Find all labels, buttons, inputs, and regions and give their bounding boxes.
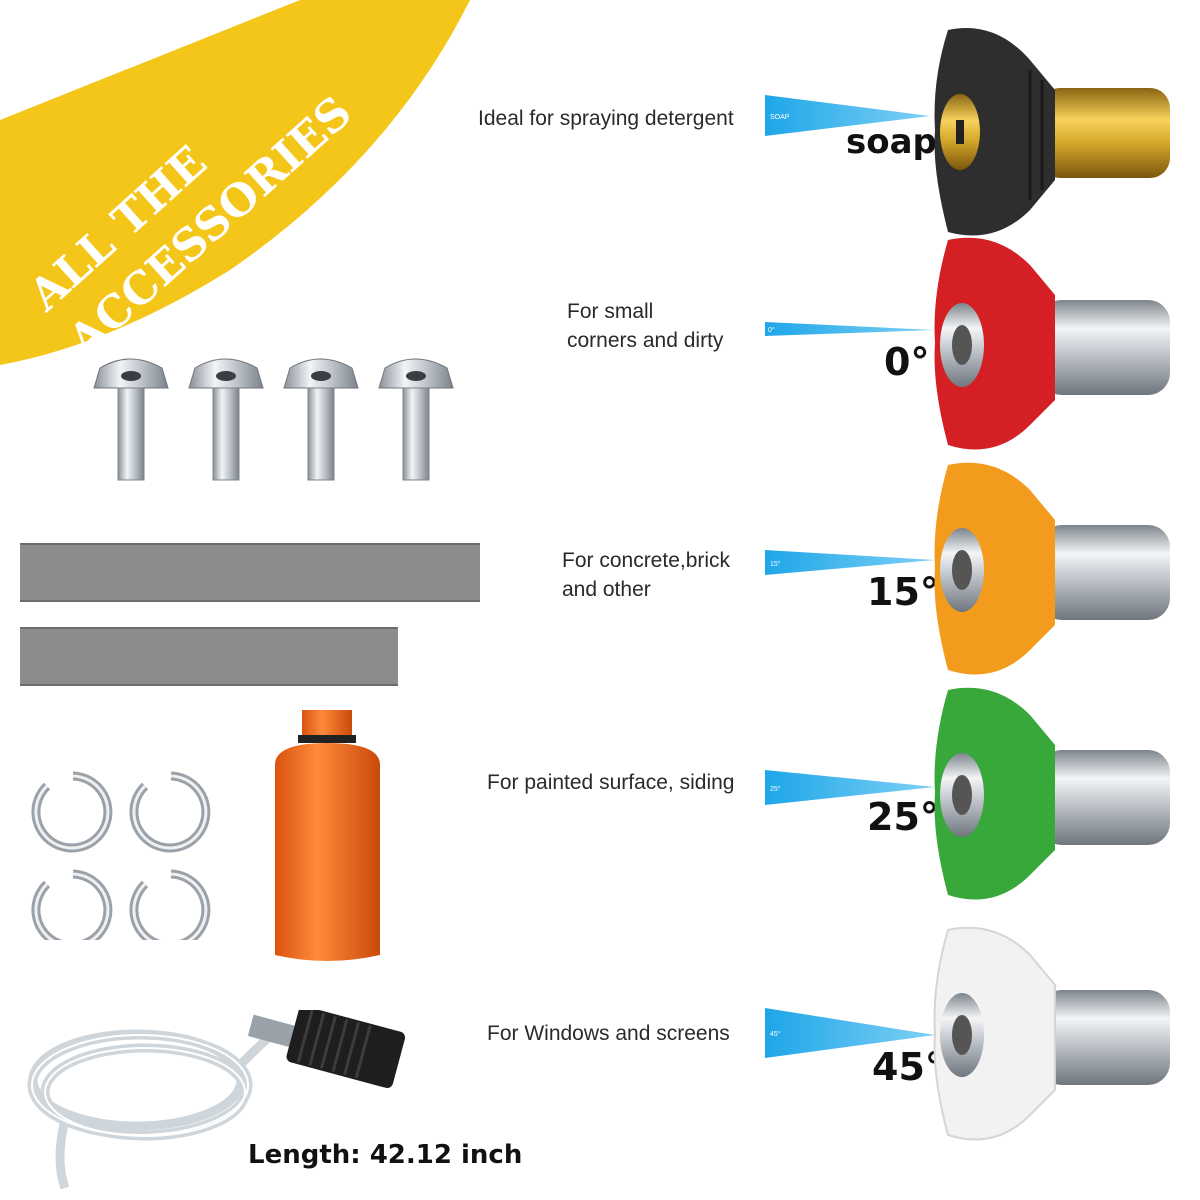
- spray-cone-15: 15°: [765, 550, 935, 575]
- banner-shape: [0, 0, 470, 365]
- nozzle-25-description: For painted surface, siding: [487, 771, 735, 794]
- svg-text:SOAP: SOAP: [770, 114, 790, 121]
- nozzle-soap: [934, 28, 1170, 236]
- bolt: [283, 358, 359, 481]
- hose-length-label: Length: 42.12 inch: [248, 1140, 523, 1170]
- bolt: [378, 358, 454, 481]
- nozzle-soap-description: Ideal for spraying detergent: [478, 107, 734, 130]
- banner: ALL THE ACCESSORIES: [0, 0, 470, 367]
- gasket-strip: [20, 543, 480, 602]
- gasket-strip: [20, 627, 398, 686]
- hose: [27, 1010, 406, 1190]
- svg-text:25°: 25°: [770, 785, 781, 793]
- svg-text:15°: 15°: [770, 560, 781, 568]
- bolt: [93, 358, 169, 481]
- nozzle-0: [934, 237, 1170, 450]
- lock-washers: [31, 771, 211, 940]
- nozzle-15: [934, 462, 1170, 675]
- nozzle-45-description: For Windows and screens: [487, 1022, 730, 1045]
- spray-cones: SOAP 0° 15° 25° 45°: [765, 95, 935, 1058]
- nozzle-15-label: 15°: [867, 570, 939, 614]
- spray-cone-0: 0°: [765, 322, 935, 336]
- svg-text:0°: 0°: [768, 326, 775, 334]
- bolt: [188, 358, 264, 481]
- nozzle-soap-label: soap: [846, 122, 937, 162]
- spray-cone-45: 45°: [765, 1008, 935, 1058]
- nozzle-45-label: 45°: [872, 1045, 944, 1089]
- nozzle-15-description: For concrete,brick and other: [562, 549, 731, 601]
- nozzle-0-description: For small corners and dirty: [567, 300, 724, 352]
- nozzles: [933, 28, 1170, 1141]
- bolts: [93, 358, 454, 481]
- nozzle-25: [934, 687, 1170, 900]
- nozzle-45: [933, 926, 1170, 1141]
- oil-cap: [275, 710, 380, 961]
- svg-text:45°: 45°: [770, 1030, 781, 1038]
- nozzle-25-label: 25°: [867, 795, 939, 839]
- spray-cone-soap: SOAP: [765, 95, 930, 136]
- spray-cone-25: 25°: [765, 770, 935, 805]
- nozzle-0-label: 0°: [884, 340, 930, 384]
